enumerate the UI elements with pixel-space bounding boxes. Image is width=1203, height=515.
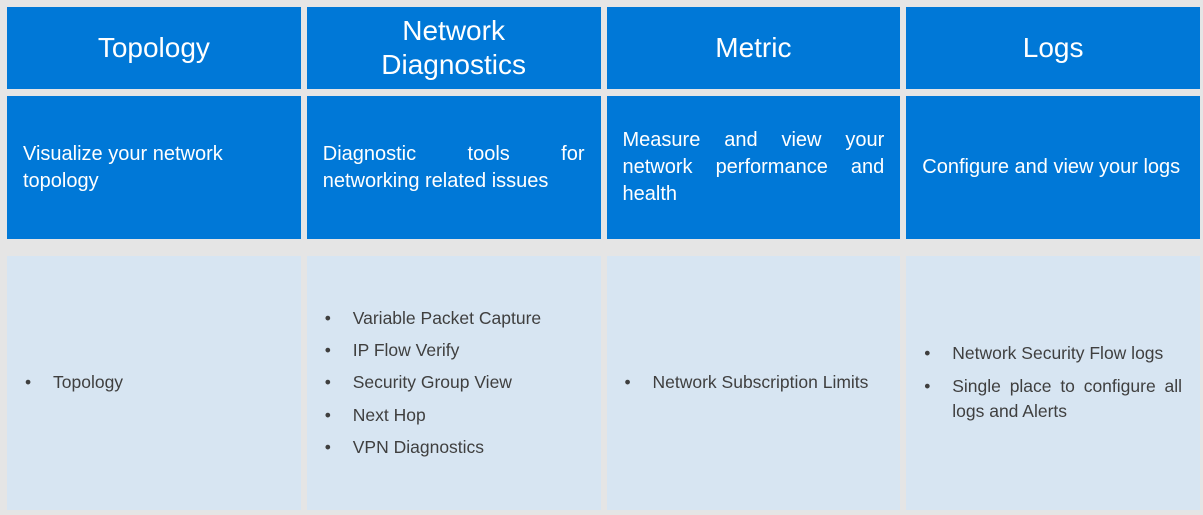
list-item: Topology (23, 370, 283, 396)
list-item: VPN Diagnostics (323, 435, 583, 461)
column-title: Topology (97, 32, 210, 64)
column-description: Visualize your network topology (23, 142, 223, 192)
bullet-list: Topology (23, 363, 283, 402)
list-item: Variable Packet Capture (323, 306, 583, 332)
header-row: Topology Network Diagnostics Metric Logs (7, 7, 1200, 89)
feature-list-network-diagnostics: Variable Packet Capture IP Flow Verify S… (306, 256, 601, 510)
feature-list-metric: Network Subscription Limits (606, 256, 901, 510)
feature-list-row: Topology Variable Packet Capture IP Flow… (7, 256, 1200, 510)
bullet-list: Network Security Flow logs Single place … (922, 334, 1182, 431)
header-tile-topology: Topology (7, 7, 301, 89)
column-description: Diagnostic tools for networking related … (322, 142, 585, 192)
description-row: Visualize your network topology Diagnost… (7, 96, 1200, 239)
feature-list-topology: Topology (7, 256, 301, 510)
bullet-list: Variable Packet Capture IP Flow Verify S… (323, 299, 583, 468)
list-item: Next Hop (323, 403, 583, 429)
description-tile-metric: Measure and view your network performanc… (606, 96, 901, 239)
description-tile-network-diagnostics: Diagnostic tools for networking related … (306, 96, 601, 239)
list-item: Network Subscription Limits (623, 370, 883, 396)
feature-list-logs: Network Security Flow logs Single place … (906, 256, 1200, 510)
header-tile-network-diagnostics: Network Diagnostics (306, 7, 601, 89)
column-title: Network Diagnostics (381, 15, 526, 80)
header-tile-metric: Metric (606, 7, 901, 89)
column-description: Measure and view your network performanc… (622, 129, 885, 205)
column-description: Configure and view your logs (922, 156, 1181, 178)
column-title: Metric (715, 32, 792, 64)
bullet-list: Network Subscription Limits (623, 363, 883, 402)
list-item: IP Flow Verify (323, 338, 583, 364)
description-tile-logs: Configure and view your logs (906, 96, 1200, 239)
list-item: Security Group View (323, 370, 583, 396)
header-tile-logs: Logs (906, 7, 1200, 89)
column-title: Logs (1022, 32, 1084, 64)
list-item: Single place to configure all logs and A… (922, 374, 1182, 425)
list-item: Network Security Flow logs (922, 341, 1182, 367)
description-tile-topology: Visualize your network topology (7, 96, 301, 239)
